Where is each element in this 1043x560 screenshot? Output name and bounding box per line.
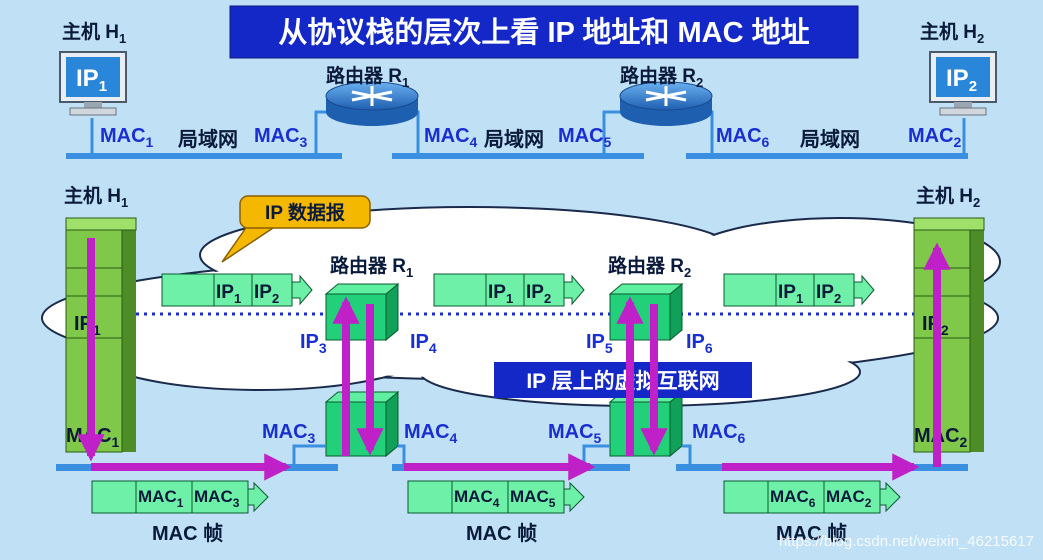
- virtual-net-label: IP 层上的虚拟互联网: [526, 369, 719, 393]
- watermark: https://blog.csdn.net/weixin_46215617: [779, 533, 1034, 550]
- router-ip-label: IP6: [686, 331, 713, 356]
- datagram-src-ip: IP1: [778, 282, 803, 306]
- host1-screen-label: IP1: [76, 65, 107, 95]
- datagram-dst-ip: IP2: [254, 282, 279, 306]
- frame-dst-mac: MAC5: [510, 487, 556, 510]
- frame-src-mac: MAC4: [454, 487, 500, 510]
- top-mac-label: MAC6: [716, 125, 770, 150]
- top-mac-label: MAC3: [254, 125, 308, 150]
- mac-frame: [723, 480, 901, 514]
- bottom-host2-label: 主机 H2: [916, 185, 980, 210]
- frame-src-mac: MAC6: [770, 487, 816, 510]
- lan-label: 局域网: [177, 127, 238, 151]
- ip-datagram: [723, 273, 875, 307]
- lan-bus-3: [686, 153, 968, 159]
- frame-src-mac: MAC1: [138, 487, 184, 510]
- callout-box: [239, 195, 371, 229]
- title: 从协议栈的层次上看 IP 地址和 MAC 地址: [278, 15, 809, 49]
- frame-caption: MAC 帧: [466, 521, 537, 545]
- router-icon: [325, 81, 419, 126]
- datagram-dst-ip: IP2: [816, 282, 841, 306]
- data-flow-arrows: [77, 238, 951, 481]
- frame-caption: MAC 帧: [776, 521, 847, 545]
- top-host1-label: 主机 H1: [62, 21, 126, 46]
- mac-frame: [407, 480, 585, 514]
- ip-datagram: [433, 273, 585, 307]
- top-router1-label: 路由器 R1: [326, 64, 409, 90]
- computer-icon: [59, 51, 127, 116]
- top-mac-label: MAC5: [558, 125, 612, 150]
- bottom-host1-label: 主机 H1: [64, 185, 128, 210]
- mac-frame: [91, 480, 269, 514]
- router-mac-label: MAC5: [548, 421, 602, 446]
- frame-caption: MAC 帧: [152, 521, 223, 545]
- top-host2-label: 主机 H2: [920, 21, 984, 46]
- lan-label: 局域网: [799, 127, 860, 151]
- top-router2-label: 路由器 R2: [620, 64, 703, 90]
- router-icon: [619, 81, 713, 126]
- frame-dst-mac: MAC3: [194, 487, 240, 510]
- datagram-src-ip: IP1: [216, 282, 241, 306]
- router-ip-label: IP4: [410, 331, 437, 356]
- ip-datagram: [161, 273, 313, 307]
- bottom-router1-label: 路由器 R1: [330, 254, 413, 280]
- top-mac-label: MAC2: [908, 125, 962, 150]
- lan-bus-1: [66, 153, 342, 159]
- router-ip-label: IP3: [300, 331, 327, 356]
- router-mac-label: MAC6: [692, 421, 746, 446]
- router-mac-label: MAC4: [404, 421, 458, 446]
- computer-icon: [929, 51, 997, 116]
- lan-label: 局域网: [483, 127, 544, 151]
- callout-label: IP 数据报: [265, 201, 345, 224]
- title-banner: [229, 5, 859, 59]
- lan-bus-2: [392, 153, 644, 159]
- datagram-dst-ip: IP2: [526, 282, 551, 306]
- frame-dst-mac: MAC2: [826, 487, 872, 510]
- top-mac-label: MAC1: [100, 125, 154, 150]
- host2-screen-label: IP2: [946, 65, 977, 95]
- top-network: IP1 主机 H1 IP2 主机 H2 路由器 R1 路由器 R2 MAC1 M…: [59, 21, 997, 159]
- host2-stack: [913, 217, 985, 453]
- router-ip-label: IP5: [586, 331, 613, 356]
- bottom-router2-label: 路由器 R2: [608, 254, 691, 280]
- datagram-src-ip: IP1: [488, 282, 513, 306]
- virtual-net-banner: [494, 362, 752, 398]
- host1-stack: [65, 217, 137, 453]
- router-mac-label: MAC3: [262, 421, 316, 446]
- top-mac-label: MAC4: [424, 125, 478, 150]
